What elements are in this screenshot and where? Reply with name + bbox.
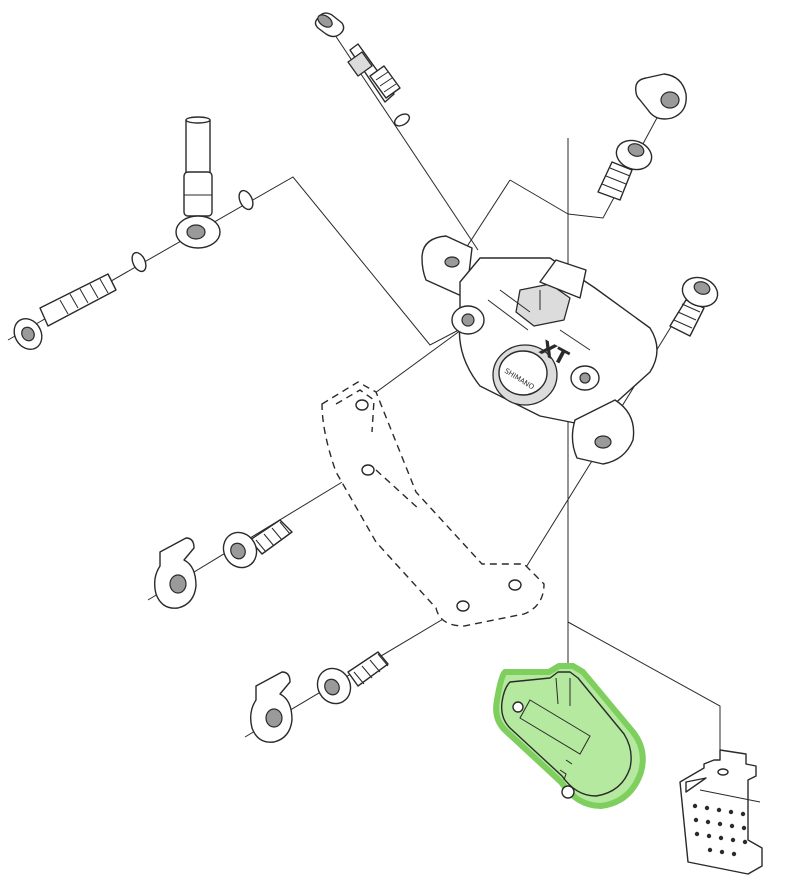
o-ring-banjo-right (238, 189, 254, 211)
o-ring-top (393, 113, 411, 127)
clip-1 (153, 537, 197, 609)
hose (185, 116, 211, 176)
pad-spacer[interactable] (493, 663, 646, 809)
mount-bolt-right (669, 276, 719, 337)
o-ring-banjo-left (131, 251, 147, 273)
caliper-body: XT SHIMANO (421, 235, 658, 465)
lock-clip-top (635, 73, 687, 120)
clip-2 (249, 671, 293, 743)
banjo-fitting (175, 171, 221, 249)
bleed-nipple (347, 43, 401, 103)
fixing-bolt-top (597, 139, 653, 201)
mount-bolt-1 (222, 519, 293, 569)
mount-adapter (321, 381, 545, 627)
brake-pad (679, 749, 763, 875)
banjo-bolt (13, 273, 117, 351)
bleed-nipple-cap (314, 12, 345, 38)
pad-dots (692, 803, 748, 857)
mount-bolt-2 (316, 651, 389, 705)
